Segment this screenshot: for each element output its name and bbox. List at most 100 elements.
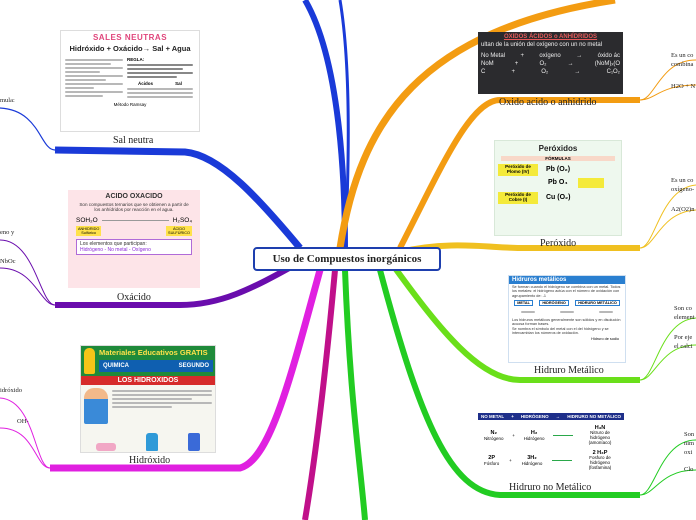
peroxido-row1-name: Peróxido de Plomo (IV) [498, 164, 538, 176]
sal-neutra-regla: REGLA: [127, 57, 145, 62]
branch-hidroxido [50, 269, 324, 472]
sal-neutra-col-acidos: Ácidos [138, 81, 154, 86]
branch-sal-neutra [54, 146, 303, 251]
oxido-row1-c: oxígeno [539, 53, 561, 59]
label-peroxido[interactable]: Peróxido [540, 238, 577, 249]
peroxido-row3-formula: Cu (O₂) [546, 194, 571, 202]
hidruro-metalico-title: Hidruros metálicos [509, 276, 625, 284]
oxido-row2-e: (NoM)ₓ(O [594, 61, 620, 68]
label-sal-neutra[interactable]: Sal neutra [113, 135, 154, 146]
oxacido-elements-title: Los elementos que participan: [80, 240, 147, 247]
side-peroxido-3: A2(O2)n [671, 206, 695, 213]
side-sal-neutra-1: mula: [0, 97, 15, 104]
oxacido-so: SO [76, 216, 86, 224]
hnm-r1-f: Nitruro de hidrógeno (amoníaco) [588, 430, 612, 445]
side-hidroxido-1: idróxido [0, 387, 23, 394]
hm-box-hidrogeno: HIDRÓGENO [539, 300, 569, 307]
hnm-r1-d: Hidrógeno [523, 435, 545, 441]
branch-oxacido-sub1 [0, 239, 56, 306]
branch-hidruro-metalico-sub2 [639, 344, 696, 381]
hnm-r2-e: 2 H₃P [592, 449, 608, 456]
branch-bottom-green [342, 269, 368, 520]
oxido-row2-a: NoM [481, 61, 494, 68]
hnm-r2-f: Fosfuro de hidrógeno (fosfamina) [588, 454, 612, 470]
arrow-right-icon-2 [552, 459, 573, 461]
hidroxido-title: LOS HIDROXIDOS [81, 376, 215, 385]
peroxido-subtitle: FÓRMULAS [501, 156, 615, 161]
branch-peroxido-sub2 [639, 209, 696, 249]
oxacido-desc: Son compuestos ternarios que se obtienen… [79, 202, 189, 213]
oxido-row3-a: C [481, 69, 486, 76]
oxacido-tag-left-2: Sulfúrico [81, 230, 97, 235]
branch-hidruro-metalico [392, 266, 640, 383]
side-oxacido-1: eno y [0, 229, 15, 236]
hnm-r2-d: Hidrógeno [521, 460, 543, 466]
side-hnm-3: oxi [684, 449, 693, 456]
oxido-row1-b: + [520, 53, 524, 59]
branch-oxido-acido-sub2 [639, 84, 696, 101]
oxacido-image[interactable]: ACIDO OXACIDO Son compuestos ternarios q… [68, 190, 200, 288]
side-hidroxido-2: OH- [17, 418, 29, 425]
oxacido-h2o: H₂O [85, 216, 98, 224]
hidruro-metalico-desc: Se forman cuando el hidrógeno se combina… [512, 285, 621, 298]
side-oxacido-2: NbOc [0, 258, 16, 265]
peroxido-image[interactable]: Peróxidos FÓRMULAS Peróxido de Plomo (IV… [494, 140, 622, 236]
side-hm-2: element [674, 314, 695, 321]
label-hidruro-no-metalico[interactable]: Hidruro no Metálico [509, 482, 592, 493]
side-oxido-1: Es un co [671, 52, 694, 59]
hnm-r2-plus: + [509, 457, 512, 463]
oxido-row3-d: → [574, 69, 581, 76]
hidruro-no-metalico-image[interactable]: NO METAL + HIDRÓGENO → HIDRURO NO METÁLI… [478, 413, 624, 481]
oxacido-tag-right-1: ÁCIDO [173, 226, 186, 231]
hidroxido-image[interactable]: Materiales Educativos GRATIS QUIMICA SEG… [80, 345, 216, 453]
sal-neutra-col-sal: Sal [175, 81, 182, 86]
label-hidruro-metalico[interactable]: Hidruro Metálico [534, 365, 604, 376]
oxido-acido-line1: ultan de la unión del oxígeno con un no … [481, 42, 603, 48]
branch-oxacido-sub2 [0, 267, 56, 306]
side-hm-1: Son co [674, 305, 692, 312]
side-oxido-2: combina [671, 61, 694, 68]
hnm-r2-c: 3H₂ [527, 454, 537, 461]
peroxido-row3-name: Peróxido de Cobre (I) [498, 191, 538, 204]
branch-top-orange [336, 0, 616, 249]
oxido-row1-e: óxido ác [597, 53, 620, 59]
oxido-row2-c: O₂ [539, 61, 547, 68]
oxacido-title: ACIDO OXACIDO [105, 193, 163, 200]
side-hm-3: Por eje [674, 334, 693, 341]
hidroxido-banner: Materiales Educativos GRATIS [99, 348, 208, 357]
side-oxido-3: H2O + N [671, 83, 696, 90]
branch-top-blue [302, 0, 348, 251]
hm-box-hidruro: HIDRURO METÁLICO [575, 300, 620, 307]
label-oxacido[interactable]: Oxácido [117, 292, 151, 303]
central-topic[interactable]: Uso de Compuestos inorgánicos [253, 247, 441, 271]
hidruro-metalico-image[interactable]: Hidruros metálicos Se forman cuando el h… [508, 275, 626, 363]
side-hnm-1: Son [684, 431, 695, 438]
hnm-r1-b: Nitrógeno [484, 435, 504, 441]
hnm-r1-c: H₂ [530, 429, 538, 436]
hnm-r1-e: H₃N [594, 425, 606, 431]
hnm-r2-b: Fósforo [484, 460, 500, 466]
hnm-h-result: HIDRURO NO METÁLICO [567, 414, 621, 419]
jar-icon [188, 433, 200, 451]
side-hnm-2: nim [684, 440, 695, 447]
hidruro-metalico-bullet1: Los hidruros metálicos generalmente son … [512, 318, 621, 327]
sal-neutra-image[interactable]: SALES NEUTRAS Hidróxido + Oxácido→ Sal +… [60, 30, 200, 132]
hnm-h-nometal: NO METAL [481, 414, 505, 419]
oxido-row1-a: No Metal [481, 53, 506, 59]
sal-neutra-title: SALES NEUTRAS [92, 33, 168, 42]
oxido-acido-image[interactable]: OXIDOS ÁCIDOS o ANHÍDRIDOS ultan de la u… [478, 32, 623, 94]
peroxido-row2-formula: Pb O₄ [548, 179, 568, 187]
branch-hidruro-no-metalico-sub1 [639, 439, 696, 496]
hidruro-metalico-bullet2: Se nombra el símbolo del metal con el de… [512, 326, 609, 336]
hnm-r2-a: 2P [488, 454, 495, 461]
peroxido-title: Peróxidos [538, 144, 578, 153]
label-oxido-acido[interactable]: Oxido acido o anhidrido [499, 97, 597, 108]
side-hm-4: el calci [674, 343, 693, 350]
student-illustration-icon [84, 388, 108, 424]
oxido-row1-d: → [576, 53, 583, 59]
oxido-row2-d: → [567, 61, 574, 68]
side-peroxido-2: oxígeno- [671, 186, 695, 193]
hnm-h-hidrogeno: HIDRÓGENO [520, 414, 549, 419]
label-hidroxido[interactable]: Hidróxido [129, 455, 171, 466]
branch-oxido-acido-sub1 [639, 59, 696, 101]
